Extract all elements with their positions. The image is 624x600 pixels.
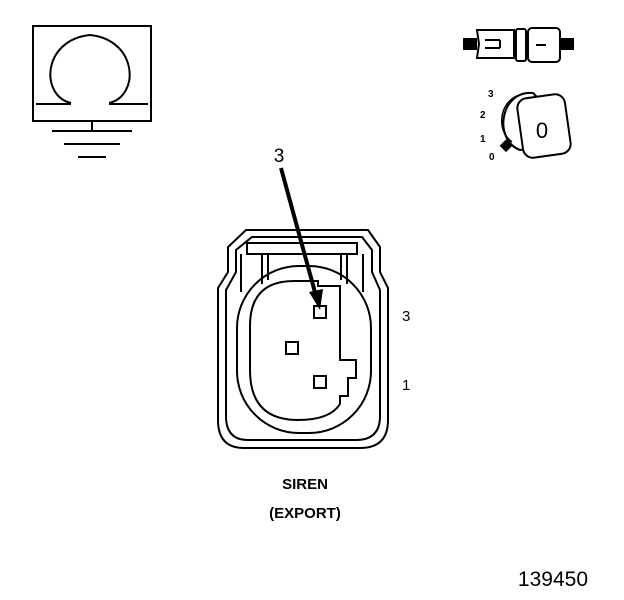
connector-side-label-lower: 1 bbox=[402, 377, 410, 394]
callout-pin-number: 3 bbox=[274, 146, 285, 167]
terminal-pin-2 bbox=[285, 341, 299, 355]
key-position-2: 2 bbox=[480, 110, 486, 121]
callout-arrow bbox=[279, 167, 323, 310]
connector-side-label-upper: 3 bbox=[402, 308, 410, 325]
caption-line-2: (EXPORT) bbox=[269, 505, 341, 522]
figure-id: 139450 bbox=[518, 568, 588, 591]
caption-line-1: SIREN bbox=[282, 476, 328, 493]
terminal-pin-1 bbox=[313, 375, 327, 389]
connector-plug-icon bbox=[463, 27, 574, 63]
key-position-3: 3 bbox=[488, 89, 494, 100]
key-position-1: 1 bbox=[480, 134, 486, 145]
key-label: 0 bbox=[536, 118, 548, 143]
key-position-marker bbox=[499, 139, 513, 153]
connector-face bbox=[217, 229, 389, 449]
ground-symbol-icon bbox=[32, 25, 152, 158]
key-position-0: 0 bbox=[489, 152, 495, 163]
terminal-pins bbox=[285, 305, 327, 389]
key-switch-icon: 0 3 2 1 0 bbox=[480, 89, 572, 163]
